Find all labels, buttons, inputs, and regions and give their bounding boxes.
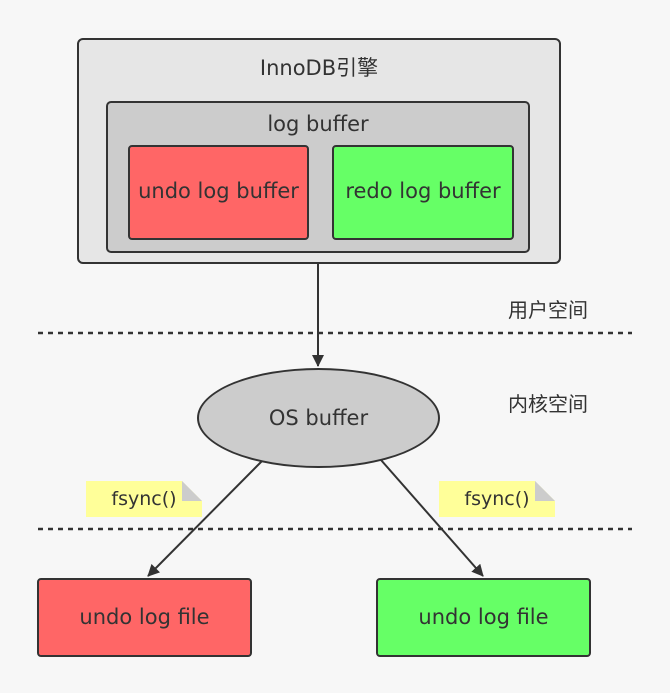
fsync-note-left-label: fsync() [111, 488, 177, 510]
os-to-right-file-arrow [380, 459, 484, 577]
os-buffer-label: OS buffer [268, 406, 369, 430]
innodb-engine-label: InnoDB引擎 [259, 56, 379, 80]
fsync-note-right: fsync() [439, 481, 555, 517]
os-to-left-file-arrow [147, 459, 264, 577]
undo-log-file-left-label: undo log file [79, 605, 210, 629]
undo-log-buffer-box: undo log buffer [128, 145, 309, 240]
undo-log-file-box-left: undo log file [37, 578, 252, 657]
note-shape-left [86, 481, 202, 517]
kernel-space-label: 内核空间 [508, 392, 588, 416]
fsync-note-left: fsync() [86, 481, 202, 517]
undo-log-file-right-label: undo log file [418, 605, 549, 629]
log-buffer-label: log buffer [267, 112, 369, 136]
note-shape-right [439, 481, 555, 517]
fsync-note-right-label: fsync() [464, 488, 530, 510]
undo-log-buffer-label: undo log buffer [138, 179, 299, 203]
os-buffer-ellipse: OS buffer [197, 368, 440, 468]
undo-log-file-box-right: undo log file [376, 578, 591, 657]
user-space-label: 用户空间 [508, 298, 588, 322]
redo-log-buffer-label: redo log buffer [345, 179, 501, 203]
redo-log-buffer-box: redo log buffer [332, 145, 514, 240]
